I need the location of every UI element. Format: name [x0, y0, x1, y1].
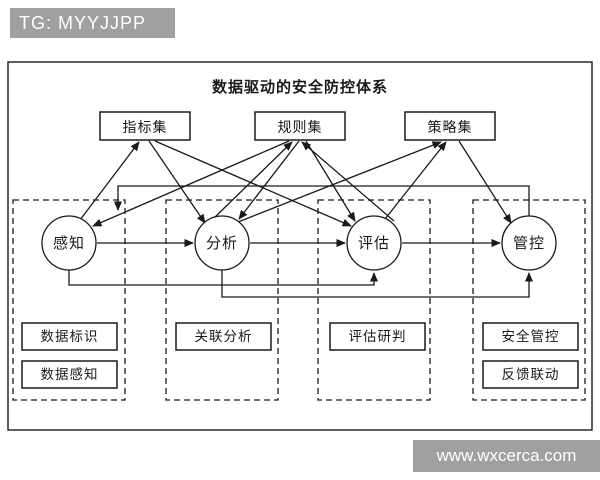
rule-set-box	[254, 111, 346, 141]
indicator-set-box	[99, 111, 191, 141]
security-control-box	[482, 322, 579, 351]
arrow-rule-set-to-perception	[92, 140, 290, 227]
evaluation-group-box	[317, 199, 431, 401]
routed-arrows	[68, 185, 533, 298]
data-perception-label: 数据感知	[41, 366, 99, 382]
diagram-border	[7, 61, 593, 431]
evaluation-label: 评估	[358, 235, 390, 252]
data-perception-box	[21, 360, 118, 389]
evaluation-circle	[346, 215, 402, 271]
control-label: 管控	[513, 235, 545, 252]
perception-circle	[41, 215, 97, 271]
analysis-circle	[194, 215, 250, 271]
indicator-set-label: 指标集	[123, 119, 168, 135]
arrow-rule-set-to-evaluation	[305, 140, 356, 222]
arrow-control-to-perception	[114, 185, 530, 216]
arrow-perception-to-indicator-set	[79, 141, 140, 221]
analysis-label: 分析	[206, 235, 238, 252]
diagram-title: 数据驱动的安全防控体系	[212, 78, 388, 96]
arrow-strategy-set-to-control	[458, 140, 512, 224]
correlation-analysis-box	[175, 322, 272, 351]
arrow-indicator-set-to-evaluation	[154, 140, 352, 227]
arrow-analysis-to-control	[221, 270, 533, 298]
data-identification-label: 数据标识	[41, 329, 99, 344]
telegram-badge: TG: MYYJJPP	[10, 8, 175, 38]
perception-label: 感知	[53, 235, 85, 252]
diagonal-arrows	[79, 140, 512, 227]
feedback-linkage-box	[482, 360, 579, 389]
perception-group-box	[12, 199, 126, 401]
control-circle	[501, 215, 557, 271]
arrow-evaluation-to-rule-set	[301, 141, 395, 222]
data-identification-box	[21, 322, 118, 351]
arrow-indicator-set-to-analysis	[148, 140, 206, 224]
arrow-rule-set-to-analysis	[238, 140, 300, 220]
evaluation-judgment-label: 评估研判	[349, 329, 407, 344]
arrow-analysis-to-strategy-set	[237, 141, 442, 223]
evaluation-judgment-box	[329, 322, 426, 351]
analysis-group-box	[165, 199, 279, 401]
feedback-linkage-label: 反馈联动	[502, 367, 560, 382]
strategy-set-label: 策略集	[428, 119, 473, 135]
watermark: www.wxcerca.com	[413, 440, 600, 472]
arrow-evaluation-to-strategy-set	[384, 141, 447, 220]
strategy-set-box	[404, 111, 496, 141]
rule-set-label: 规则集	[278, 119, 323, 135]
arrow-analysis-to-rule-set	[212, 141, 293, 220]
correlation-analysis-label: 关联分析	[195, 329, 253, 344]
security-control-label: 安全管控	[502, 328, 560, 344]
